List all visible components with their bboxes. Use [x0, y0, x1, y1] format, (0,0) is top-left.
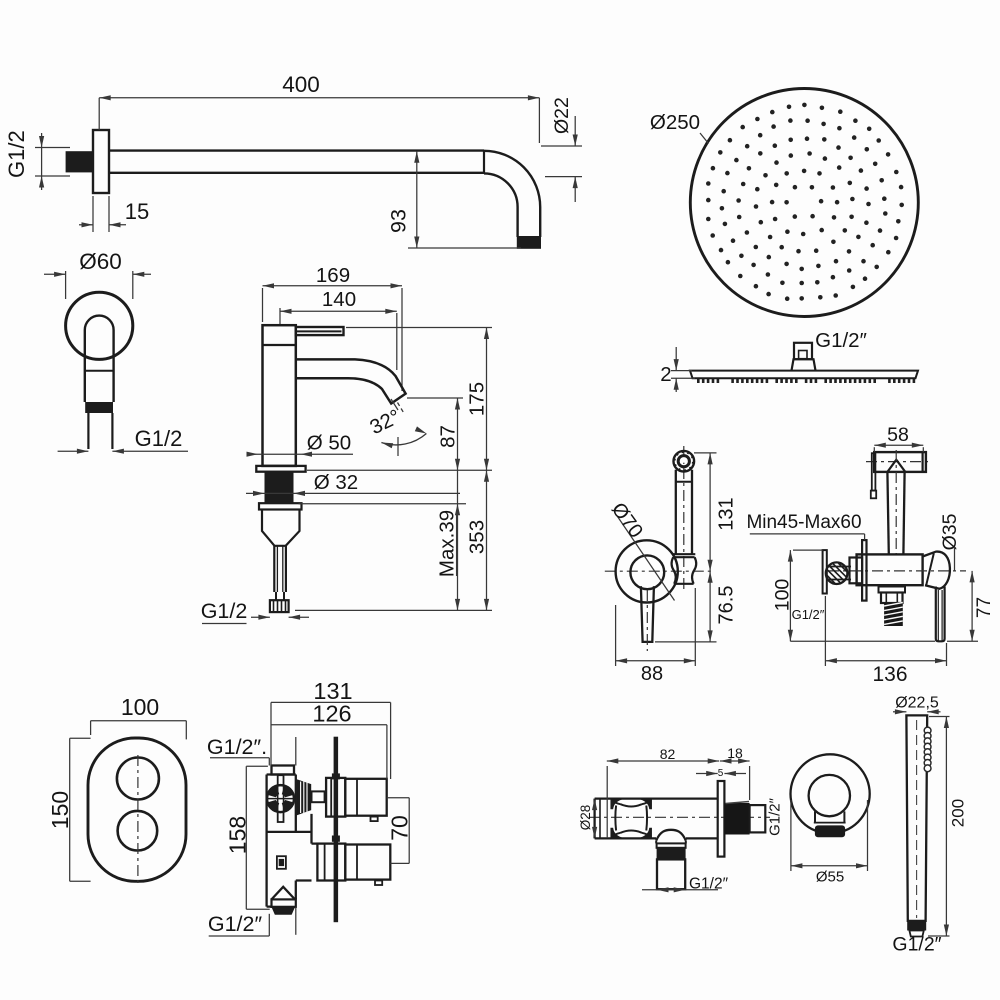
svg-text:5: 5 — [718, 768, 724, 779]
svg-text:150: 150 — [47, 791, 73, 829]
svg-text:Ø35: Ø35 — [939, 513, 961, 550]
svg-text:G1/2″: G1/2″ — [767, 797, 784, 836]
svg-text:136: 136 — [872, 663, 907, 686]
svg-text:169: 169 — [316, 264, 350, 287]
svg-text:G1/2″: G1/2″ — [892, 934, 941, 956]
svg-text:131: 131 — [313, 678, 352, 704]
svg-text:G1/2″: G1/2″ — [208, 912, 263, 936]
svg-text:18: 18 — [727, 745, 743, 761]
svg-text:77: 77 — [974, 597, 995, 618]
svg-text:158: 158 — [225, 816, 251, 854]
svg-text:353: 353 — [466, 520, 489, 554]
svg-text:175: 175 — [466, 382, 489, 416]
svg-text:58: 58 — [887, 424, 909, 446]
svg-text:G1/2″: G1/2″ — [689, 876, 729, 893]
svg-text:15: 15 — [125, 199, 149, 224]
svg-text:87: 87 — [437, 425, 460, 448]
svg-text:140: 140 — [322, 288, 356, 311]
svg-text:G1/2: G1/2 — [4, 130, 29, 178]
svg-text:Ø28: Ø28 — [578, 805, 593, 831]
svg-text:200: 200 — [949, 799, 968, 827]
svg-text:400: 400 — [282, 72, 320, 97]
svg-text:100: 100 — [121, 694, 159, 720]
svg-text:Ø55: Ø55 — [816, 869, 844, 886]
svg-text:Ø60: Ø60 — [79, 249, 122, 274]
svg-text:126: 126 — [312, 701, 351, 727]
svg-text:G1/2: G1/2 — [135, 426, 183, 451]
svg-text:2: 2 — [660, 363, 671, 386]
svg-text:Max.39: Max.39 — [436, 510, 459, 577]
svg-text:82: 82 — [660, 746, 676, 762]
svg-text:93: 93 — [387, 209, 411, 233]
svg-text:76.5: 76.5 — [716, 586, 738, 625]
svg-text:G1/2″.: G1/2″. — [207, 735, 267, 759]
svg-text:Ø250: Ø250 — [650, 111, 700, 134]
svg-text:Ø22: Ø22 — [551, 97, 573, 134]
svg-text:Min45-Max60: Min45-Max60 — [746, 512, 861, 533]
svg-text:70: 70 — [387, 815, 413, 841]
svg-text:Ø 50: Ø 50 — [307, 432, 351, 455]
svg-text:Ø 32: Ø 32 — [314, 471, 358, 494]
svg-text:G1/2: G1/2 — [201, 599, 248, 623]
svg-text:88: 88 — [641, 663, 663, 685]
svg-text:G1/2″: G1/2″ — [792, 607, 825, 622]
svg-text:Ø22,5: Ø22,5 — [895, 695, 939, 712]
svg-text:100: 100 — [772, 579, 794, 612]
svg-text:G1/2″: G1/2″ — [815, 329, 867, 352]
svg-text:131: 131 — [716, 497, 738, 530]
